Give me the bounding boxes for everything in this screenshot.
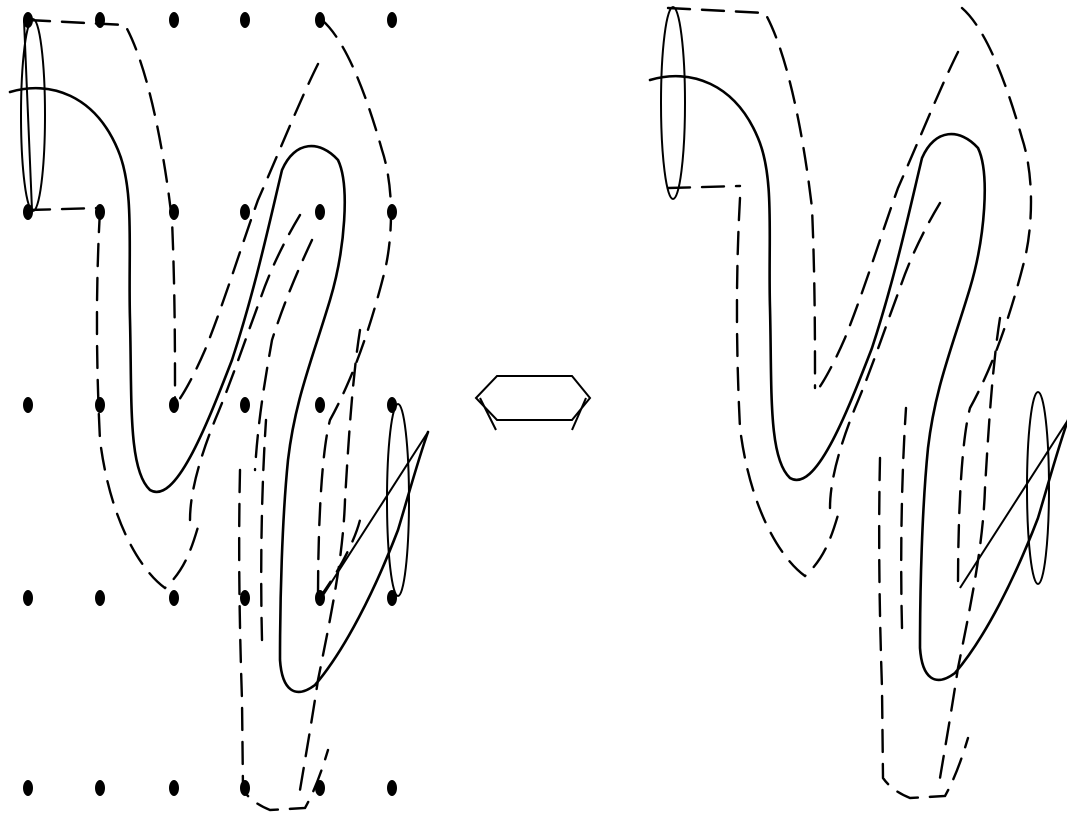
grid-dot xyxy=(169,590,179,606)
grid-dot xyxy=(240,780,250,796)
grid-dot xyxy=(315,780,325,796)
grid-dot xyxy=(387,780,397,796)
grid-dot xyxy=(315,204,325,220)
grid-dot xyxy=(95,12,105,28)
grid-dot xyxy=(240,12,250,28)
grid-dot xyxy=(23,780,33,796)
grid-dot xyxy=(169,12,179,28)
grid-dot xyxy=(23,204,33,220)
grid-dot xyxy=(315,590,325,606)
grid-dot xyxy=(240,397,250,413)
grid-dot xyxy=(95,590,105,606)
double-arrow-icon xyxy=(474,375,592,431)
grid-dot xyxy=(169,397,179,413)
grid-dot xyxy=(240,590,250,606)
grid-dot xyxy=(240,204,250,220)
grid-dot xyxy=(387,590,397,606)
grid-dots xyxy=(23,12,397,796)
grid-dot xyxy=(315,397,325,413)
grid-dot xyxy=(387,397,397,413)
grid-dot xyxy=(95,780,105,796)
grid-dot xyxy=(169,780,179,796)
grid-dot xyxy=(23,12,33,28)
grid-dot xyxy=(23,397,33,413)
left-diagram-panel xyxy=(8,12,430,812)
grid-dot xyxy=(387,12,397,28)
grid-dot xyxy=(95,204,105,220)
left-knot-strands xyxy=(8,17,430,812)
grid-dot xyxy=(23,590,33,606)
grid-dot xyxy=(387,204,397,220)
grid-dot xyxy=(315,12,325,28)
grid-dot xyxy=(169,204,179,220)
right-diagram-panel xyxy=(648,6,1067,800)
grid-dot xyxy=(95,397,105,413)
